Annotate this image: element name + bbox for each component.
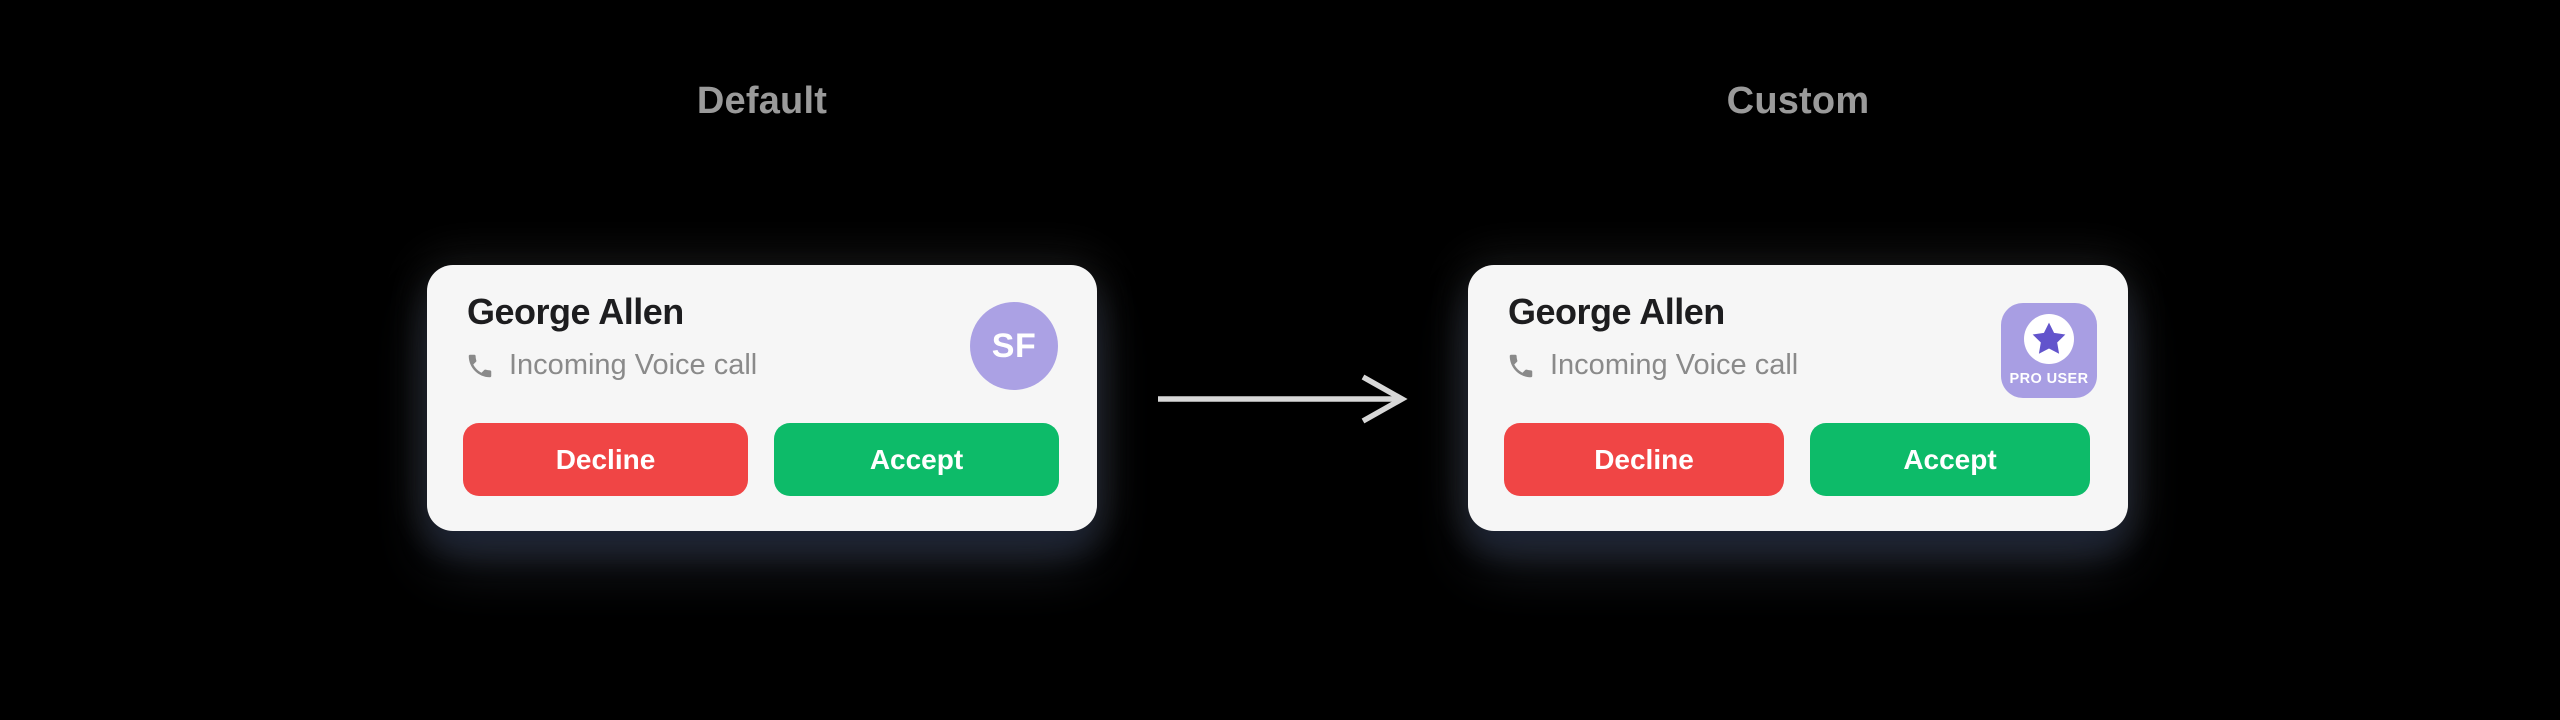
arrow-right-icon <box>1150 368 1412 430</box>
caller-name: George Allen <box>467 291 684 332</box>
section-title-custom: Custom <box>1726 80 1870 122</box>
avatar: SF <box>970 302 1058 390</box>
decline-button[interactable]: Decline <box>463 423 748 496</box>
call-card-custom: George Allen Incoming Voice call PRO USE… <box>1468 265 2128 531</box>
call-actions: Decline Accept <box>1504 423 2090 496</box>
call-type-label: Incoming Voice call <box>1550 349 1799 381</box>
section-title-default: Default <box>696 80 828 122</box>
accept-button[interactable]: Accept <box>774 423 1059 496</box>
pro-user-badge: PRO USER <box>2001 303 2097 398</box>
star-icon-circle <box>2024 314 2074 364</box>
call-type-row: Incoming Voice call <box>1506 349 1798 382</box>
call-actions: Decline Accept <box>463 423 1059 496</box>
call-card-default: George Allen Incoming Voice call SF Decl… <box>427 265 1097 531</box>
phone-icon <box>465 351 495 381</box>
phone-icon <box>1506 351 1536 381</box>
pro-user-label: PRO USER <box>2009 371 2089 387</box>
caller-name: George Allen <box>1508 291 1725 332</box>
call-type-row: Incoming Voice call <box>465 349 757 382</box>
accept-button[interactable]: Accept <box>1810 423 2090 496</box>
decline-button[interactable]: Decline <box>1504 423 1784 496</box>
star-icon <box>2032 322 2066 354</box>
call-type-label: Incoming Voice call <box>509 349 758 381</box>
